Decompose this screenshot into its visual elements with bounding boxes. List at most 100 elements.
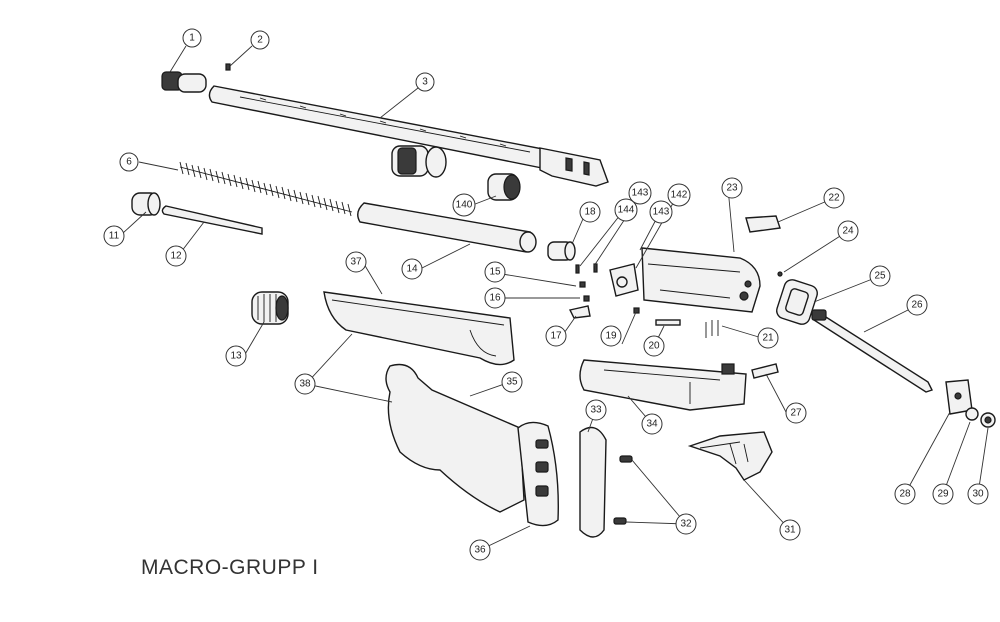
part-1-muzzle-cap [161, 71, 207, 93]
svg-text:1: 1 [189, 33, 195, 44]
part-11-cap [131, 192, 161, 216]
part-21-pins [705, 320, 719, 338]
part-gas-piston-assembly [391, 145, 447, 178]
diagram-title: MACRO-GRUPP I [141, 556, 319, 579]
callout-1: 1 [182, 28, 202, 48]
svg-text:23: 23 [726, 183, 738, 194]
svg-text:35: 35 [506, 377, 518, 388]
part-14-magazine-tube [357, 202, 537, 253]
svg-text:26: 26 [911, 300, 923, 311]
callout-16: 16 [484, 287, 506, 309]
callout-33: 33 [585, 399, 607, 421]
callout-14: 14 [401, 258, 423, 280]
callout-26: 26 [906, 294, 928, 316]
callout-31: 31 [779, 519, 801, 541]
svg-text:16: 16 [489, 293, 501, 304]
svg-text:31: 31 [784, 525, 796, 536]
callout-21: 21 [757, 327, 779, 349]
svg-text:17: 17 [550, 331, 562, 342]
callout-140: 140 [452, 193, 476, 217]
svg-text:25: 25 [874, 271, 886, 282]
part-6-spring [179, 161, 353, 217]
svg-text:13: 13 [230, 351, 242, 362]
callout-15: 15 [484, 261, 506, 283]
part-22-block [745, 215, 781, 233]
callout-2: 2 [250, 30, 270, 50]
svg-text:19: 19 [605, 331, 617, 342]
svg-text:20: 20 [648, 341, 660, 352]
svg-text:33: 33 [590, 405, 602, 416]
part-30-nut [980, 412, 996, 428]
svg-text:32: 32 [680, 519, 692, 530]
svg-text:37: 37 [350, 257, 362, 268]
callout-23: 23 [721, 177, 743, 199]
part-142-plate [609, 263, 639, 297]
svg-text:28: 28 [899, 489, 911, 500]
callout-143-top: 143 [628, 181, 652, 205]
callout-142: 142 [667, 183, 691, 207]
callout-29: 29 [932, 483, 954, 505]
svg-text:142: 142 [671, 190, 688, 201]
svg-text:144: 144 [618, 205, 635, 216]
callout-19: 19 [600, 325, 622, 347]
svg-text:18: 18 [584, 207, 596, 218]
callout-144: 144 [614, 198, 638, 222]
part-34-bolt-carrier [579, 359, 747, 411]
callout-24: 24 [837, 220, 859, 242]
callout-34: 34 [641, 413, 663, 435]
svg-text:38: 38 [299, 379, 311, 390]
callout-25: 25 [869, 265, 891, 287]
part-37-forend [323, 291, 515, 366]
svg-text:143: 143 [632, 188, 649, 199]
part-140-bushing [487, 173, 521, 201]
callout-28: 28 [894, 483, 916, 505]
part-2-screw [225, 63, 231, 71]
callout-20: 20 [643, 335, 665, 357]
svg-text:21: 21 [762, 333, 774, 344]
svg-text:140: 140 [456, 200, 473, 211]
svg-text:24: 24 [842, 226, 854, 237]
callout-12: 12 [165, 245, 187, 267]
callout-18: 18 [579, 201, 601, 223]
part-23-receiver [641, 247, 761, 313]
callout-30: 30 [967, 483, 989, 505]
part-3-barrel [208, 85, 609, 187]
callout-13: 13 [225, 345, 247, 367]
callout-22: 22 [823, 187, 845, 209]
svg-text:27: 27 [790, 408, 802, 419]
svg-text:3: 3 [422, 77, 428, 88]
part-26-rod [811, 309, 933, 393]
part-18-plug [547, 241, 576, 261]
svg-text:34: 34 [646, 419, 658, 430]
part-24-pin [777, 271, 783, 277]
part-27-latch [751, 363, 779, 379]
callout-3: 3 [415, 72, 435, 92]
svg-text:15: 15 [489, 267, 501, 278]
svg-text:36: 36 [474, 545, 486, 556]
part-15-16-17-19-20-pins [568, 263, 681, 326]
part-12-rod [161, 205, 263, 235]
callout-143-right: 143 [649, 200, 673, 224]
callout-27: 27 [785, 402, 807, 424]
svg-text:2: 2 [257, 35, 263, 46]
svg-text:12: 12 [170, 251, 182, 262]
callout-36: 36 [469, 539, 491, 561]
part-31-trigger-group [687, 431, 773, 481]
part-13-nut [251, 291, 289, 325]
part-35-stock [385, 363, 525, 513]
svg-text:30: 30 [972, 489, 984, 500]
svg-text:22: 22 [828, 193, 840, 204]
callout-38: 38 [294, 373, 316, 395]
callout-32: 32 [675, 513, 697, 535]
callout-35: 35 [501, 371, 523, 393]
callout-6: 6 [119, 152, 139, 172]
callout-11: 11 [103, 225, 125, 247]
part-29-washer [965, 407, 979, 421]
svg-text:29: 29 [937, 489, 949, 500]
part-25-plate [776, 279, 818, 325]
callout-37: 37 [345, 251, 367, 273]
callout-17: 17 [545, 325, 567, 347]
part-33-recoil-pad [579, 426, 607, 538]
part-36-buttplate [517, 421, 559, 527]
